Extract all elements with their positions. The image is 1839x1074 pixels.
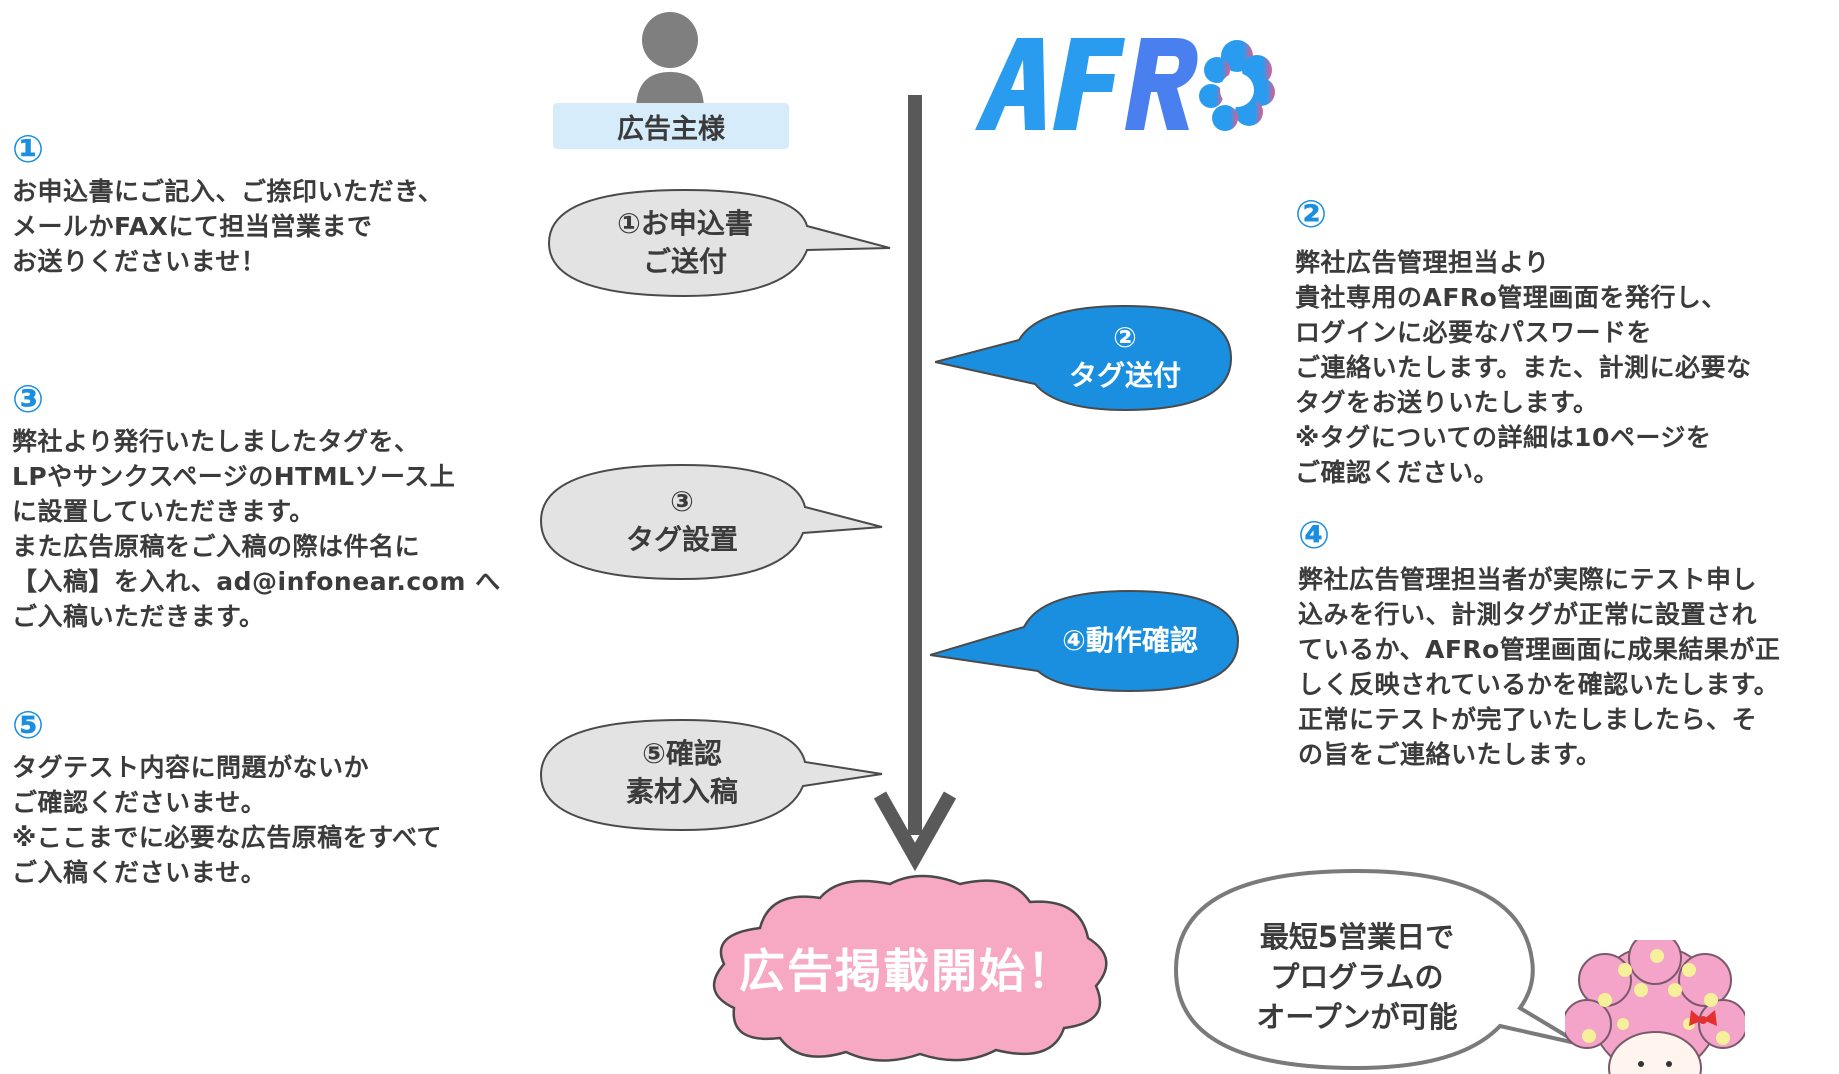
step-number: ③ [12,377,45,421]
advertiser-label: 広告主様 [553,103,789,149]
step-number: ⑤ [12,703,45,747]
step-description: 弊社広告管理担当者が実際にテスト申し 込みを行い、計測タグが正常に設置され てい… [1298,565,1781,769]
bubble-step-3: ③ タグ設置 [537,463,887,581]
bubble-shape [539,463,883,581]
person-icon [636,12,704,106]
step-description: タグテスト内容に問題がないか ご確認くださいませ。 ※ここまでに必要な広告原稿を… [12,753,443,887]
left-step-5: ⑤ タグテスト内容に問題がないか ご確認くださいませ。 ※ここまでに必要な広告原… [12,706,532,890]
left-step-3: ③ 弊社より発行いたしましたタグを、 LPやサンクスページのHTMLソース上 に… [12,380,512,634]
bubble-shape [547,188,891,298]
bubble-step-4: ④動作確認 [929,587,1242,695]
bubble-step-1: ①お申込書 ご送付 [545,188,895,298]
speech-bubble [1173,868,1582,1071]
bubble-label: ⑤確認 素材入稿 [625,737,738,808]
speech-text: 最短5営業日で プログラムの オープンが可能 [1256,920,1458,1034]
bubble-shape [934,304,1233,412]
bubble-shape [929,589,1240,693]
step-number: ① [12,127,45,171]
ad-start-label: 広告掲載開始！ [739,944,1075,998]
right-step-2: ② 弊社広告管理担当より 貴社専用のAFRo管理画面を発行し、 ログインに必要な… [1295,195,1835,490]
bubble-label: ② タグ送付 [1068,321,1181,392]
afro-logo: AFRo [975,34,1275,134]
step-number: ② [1295,192,1328,236]
ad-start-cloud [712,874,1108,1062]
bubble-step-2: ② タグ送付 [934,302,1235,414]
bubble-label: ④動作確認 [1062,624,1198,657]
left-step-1: ① お申込書にご記入、ご捺印いただき、 メールかFAXにて担当営業まで お送りく… [12,130,512,279]
down-arrow-icon [873,95,957,872]
logo-text: AFRo [1275,34,1276,35]
mascot-icon [1565,940,1745,1074]
bubble-label: ③ タグ設置 [625,485,738,556]
step-number: ④ [1298,513,1331,557]
bubble-shape [539,718,883,832]
step-description: 弊社より発行いたしましたタグを、 LPやサンクスページのHTMLソース上 に設置… [12,427,501,631]
bubble-step-5: ⑤確認 素材入稿 [537,718,887,832]
bubble-label: ①お申込書 ご送付 [617,207,753,278]
afro-logo-mark [975,38,1275,131]
step-description: お申込書にご記入、ご捺印いただき、 メールかFAXにて担当営業まで お送りくださ… [12,177,444,276]
step-description: 弊社広告管理担当より 貴社専用のAFRo管理画面を発行し、 ログインに必要なパス… [1295,248,1752,487]
right-step-4: ④ 弊社広告管理担当者が実際にテスト申し 込みを行い、計測タグが正常に設置され … [1298,516,1838,772]
